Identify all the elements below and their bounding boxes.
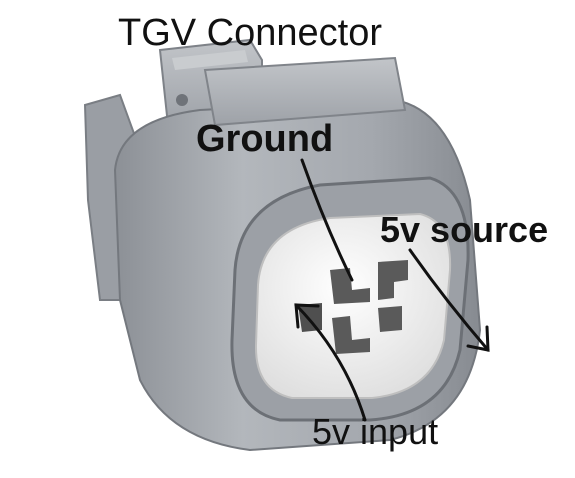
input-arrowhead [294, 303, 320, 329]
5v-source-label: 5v source [380, 209, 549, 250]
ground-pointer-line [300, 158, 354, 282]
input-pointer-arrow [294, 303, 367, 422]
pin-hole-top-right [378, 260, 408, 300]
pin-hole-bottom-left [298, 303, 322, 332]
source-arrowhead [466, 325, 490, 352]
5v-input-label: 5v input [312, 411, 439, 452]
pin-hole-bottom-center [332, 316, 370, 354]
connector-insert [254, 212, 452, 399]
pin-hole-top-left [330, 268, 370, 304]
annotation-arrows [294, 158, 490, 422]
pin-hole-bottom-right [378, 306, 402, 332]
diagram-title: TGV Connector [118, 12, 382, 54]
ground-label: Ground [196, 118, 334, 160]
source-pointer-arrow [408, 248, 490, 352]
